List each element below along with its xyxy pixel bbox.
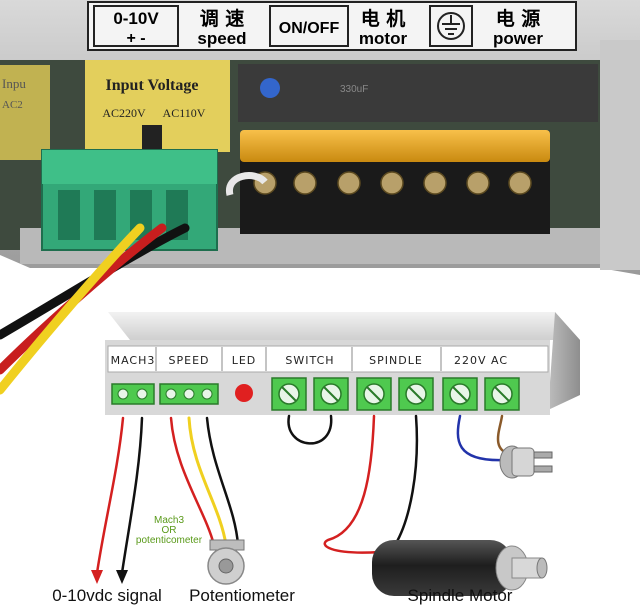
switch-terminals[interactable] [271,377,349,411]
power-supply-photo: 0-10V + - 调 速 speed ON/OFF 电 机 motor 电 源… [0,0,640,395]
green-terminal-block [41,149,218,251]
mach3-terminal[interactable] [111,383,155,405]
ac-plug-icon [499,445,553,479]
input-voltage-title: Input Voltage [106,77,199,94]
arrow-black [116,570,128,584]
section-label-switch: SWITCH [285,354,334,367]
box-top [108,312,580,340]
spindle-motor-label: Spindle Motor [408,586,513,605]
potentiometer-label: Potentiometer [189,586,295,605]
label-plus-minus: + - [126,30,145,47]
spindle-motor-icon [372,540,548,596]
ground-icon [437,12,465,40]
ac220-label: AC220V [102,106,146,120]
label-power-en: power [493,29,543,48]
label-motor-en: motor [359,29,408,48]
terminal-cover [240,130,550,162]
potentiometer-icon [207,539,245,585]
annotations: Mach3 OR potenticometer 0-10vdc signal P… [52,515,513,605]
spindle-terminals[interactable] [356,377,434,411]
wire-switch-loop [287,414,333,445]
input-voltage-panel: Input Voltage AC220V AC110V [85,60,230,152]
annotation-or: OR [162,525,177,536]
section-label-mach3: MACH3 [111,354,156,367]
label-voltage-range: 0-10V [113,9,159,28]
wire-pot-black [205,416,240,547]
section-dividers [155,347,442,371]
annotation-potenticometer: potenticometer [136,535,203,546]
speed-terminal[interactable] [159,383,219,405]
wire-ac-blue [456,414,507,462]
section-labels: MACH3 SPEED LED SWITCH SPINDLE 220V AC [111,354,508,367]
label-power-cn: 电 源 [496,7,541,30]
controller-box: MACH3 SPEED LED SWITCH SPINDLE 220V AC [105,312,580,415]
section-label-led: LED [232,354,257,367]
section-label-spindle: SPINDLE [369,354,423,367]
left-edge-text-2: AC2 [2,99,23,111]
input-cables [0,223,190,395]
label-onoff: ON/OFF [279,20,340,37]
ac-input-terminals[interactable] [442,377,520,411]
screw-terminal-strip [226,130,550,234]
wire-spindle-black [393,414,419,547]
wire-spindle-red [323,414,382,554]
label-motor-cn: 电 机 [361,7,406,30]
ac110-label: AC110V [163,106,206,120]
diagram-wires [91,414,514,584]
label-strip: 0-10V + - 调 速 speed ON/OFF 电 机 motor 电 源… [87,1,577,51]
left-edge-text-1: Inpu [2,76,26,91]
wire-mach3-black [120,416,144,575]
signal-label: 0-10vdc signal [52,586,162,605]
capacitor-text: 330uF [340,84,368,95]
annotation-mach3: Mach3 [154,515,184,526]
wire-pot-yellow [187,416,228,547]
arrow-red [91,570,103,584]
section-label-speed: SPEED [169,354,210,367]
status-led [235,384,253,402]
wire-mach3-red [95,416,125,575]
label-speed-cn: 调 速 [200,7,245,30]
wire-pot-red [169,416,216,547]
section-label-220v-ac: 220V AC [454,354,508,367]
label-speed-en: speed [197,29,246,48]
box-side [548,312,580,410]
